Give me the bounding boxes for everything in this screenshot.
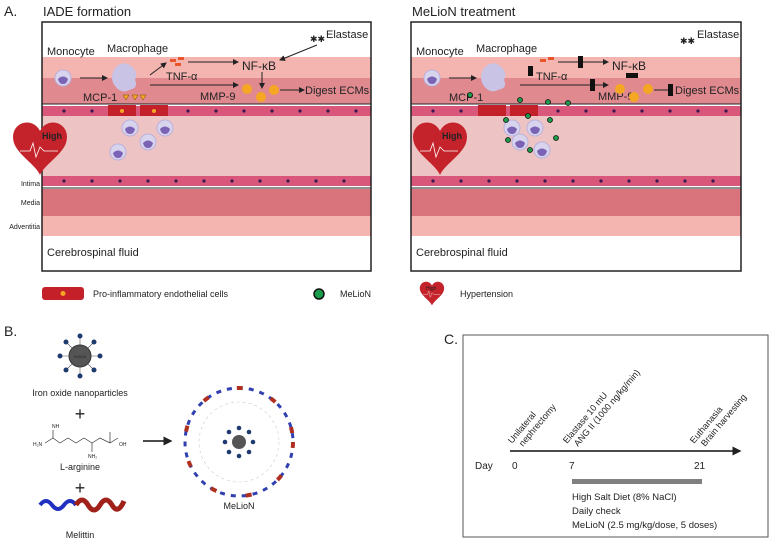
treatment-line: High Salt Diet (8% NaCl) [572,492,677,503]
inflamed-endothelial-cell [478,105,506,117]
monocyte-icon [54,69,72,87]
mmp9-label: MMP-9 [598,91,633,103]
monocyte-label: Monocyte [416,46,464,58]
iron-oxide-nanoparticle-icon: Fe3O4 [57,333,103,379]
monocyte-icon [109,143,127,161]
panel-a-label: A. [4,3,17,19]
csf-label: Cerebrospinal fluid [416,247,508,259]
high-label: High [42,131,62,141]
inflamed-endothelial-cell [510,105,538,117]
inhibition-block-icon [528,66,533,76]
monocyte-icon [423,69,441,87]
media-layer [42,189,371,216]
day-label: Day [475,461,493,472]
plus-sign: + [75,404,86,424]
mmp9-label: MMP-9 [200,91,235,103]
monocyte-icon [121,119,139,137]
melion-treatment-panel: MeLioN treatment Monocyte Macrophage Ela… [410,4,742,272]
legend: Pro-inflammatory endothelial cells MeLio… [42,281,513,306]
melion-particle-icon [183,386,295,498]
panel-title: IADE formation [43,4,131,19]
melion-label: MeLioN [223,501,254,511]
structure-label: H₂N [33,442,43,448]
mcp1-label: MCP-1 [449,92,483,104]
media-label: Media [21,200,40,207]
melittin-label: Melittin [66,530,95,540]
panel-b-label: B. [4,323,17,339]
inhibition-block-icon [590,79,595,91]
arginine-label: L-arginine [60,462,100,472]
csf-label: Cerebrospinal fluid [47,247,139,259]
panel-c: C. Day 0 7 21 Unilateral nephrectomy Ela… [444,331,769,538]
melion-dot-icon [313,288,325,300]
structure-label: NH₂ [88,454,97,460]
mcp1-icon [122,94,147,101]
core-formula: Fe3O4 [74,354,87,359]
digest-ecms-label: Digest ECMs [675,85,740,97]
elastase-label: Elastase [697,29,739,41]
tnf-label: TNF-α [166,71,198,83]
structure-label: OH [119,442,127,448]
lumen [42,116,371,176]
iade-formation-panel: IADE formation Monocyte Macrophage Elast… [9,4,372,272]
mcp1-label: MCP-1 [83,92,117,104]
monocyte-icon [139,133,157,151]
nfkb-label: NF-κB [612,59,646,73]
intima-label: Intima [21,181,40,188]
macrophage-icon [481,63,506,92]
plus-sign: + [75,478,86,498]
timeline-box [462,334,769,538]
legend-label: MeLioN [340,289,371,299]
mmp9-icon [242,84,279,102]
inhibition-block-icon [668,84,673,96]
treatment-bar [572,479,702,484]
inhibition-block-icon [626,73,638,78]
endothelial-row [42,106,371,116]
monocyte-label: Monocyte [47,46,95,58]
elastase-label: Elastase [326,29,368,41]
panel-title: MeLioN treatment [412,4,516,19]
elastase-icon: ✱✱ [310,34,325,44]
monocyte-icon [156,119,174,137]
legend-label: Pro-inflammatory endothelial cells [93,289,229,299]
treatment-line: Daily check [572,506,621,517]
endothelial-row [42,176,371,186]
day-tick: 21 [694,461,706,472]
day-tick: 7 [569,461,575,472]
adventitia-label: Adventitia [9,224,40,231]
inhibition-block-icon [578,56,583,68]
macrophage-label: Macrophage [107,43,168,55]
melittin-helix-icon [38,497,127,513]
panel-b: B. Fe3O4 Iron oxide nanoparticles + NH H… [4,323,295,540]
heart-icon-text: High [426,286,437,292]
adventitia-layer [42,216,371,236]
melion-dots [467,92,571,153]
structure-label: NH [52,424,60,430]
l-arginine-structure [44,430,119,452]
event-label: ANG II (1000 ng/kg/min) [572,368,642,449]
digest-ecms-label: Digest ECMs [305,85,370,97]
macrophage-label: Macrophage [476,43,537,55]
high-label: High [442,131,462,141]
tnf-label: TNF-α [536,71,568,83]
panel-c-label: C. [444,331,458,347]
macrophage-icon [112,63,137,92]
nanoparticle-label: Iron oxide nanoparticles [32,388,128,398]
elastase-icon: ✱✱ [680,36,695,46]
day-tick: 0 [512,461,518,472]
legend-label: Hypertension [460,289,513,299]
nfkb-label: NF-κB [242,59,276,73]
treatment-line: MeLioN (2.5 mg/kg/dose, 5 doses) [572,520,717,531]
